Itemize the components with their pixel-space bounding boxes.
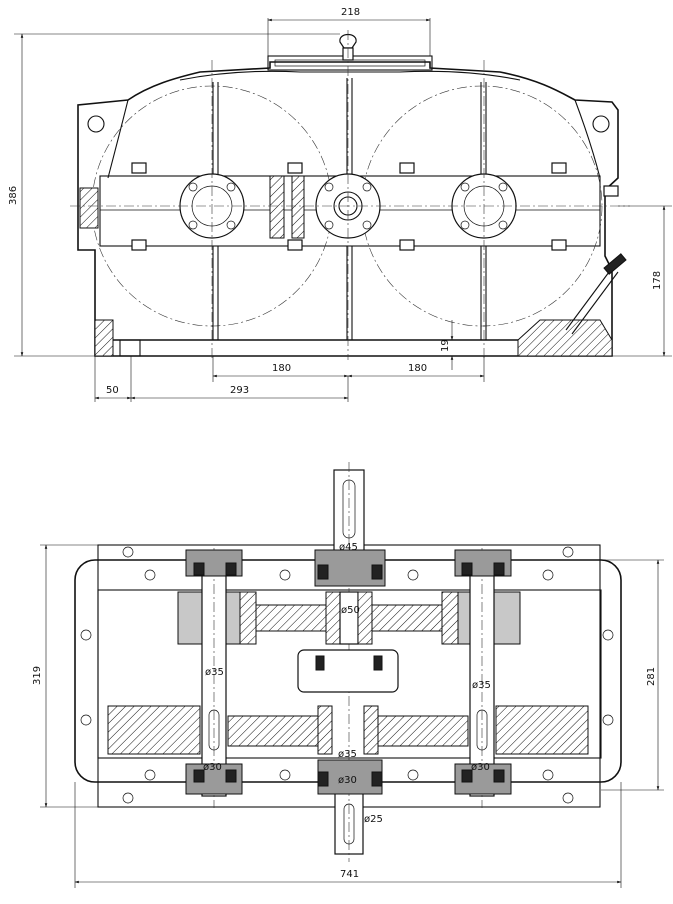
label-input-shaft-dia: ø45 [339, 542, 358, 553]
dim-base-height: 19 [440, 339, 451, 352]
dim-inner-depth: 281 [646, 667, 657, 686]
label-mid-gear-dia: ø50 [341, 605, 360, 616]
dim-shaft-offset: 293 [230, 385, 249, 396]
label-center-bearing-dia: ø35 [338, 749, 357, 760]
dim-foot-offset: 50 [106, 385, 119, 396]
plan-section-view: 741 319 281 ø45 ø50 ø35 ø35 ø35 ø30 ø30 … [32, 462, 664, 888]
dim-right-height: 178 [652, 271, 663, 290]
dim-spacing-left: 180 [272, 363, 291, 374]
label-left-bearing-dia: ø30 [203, 762, 222, 773]
dim-overall-depth: 319 [32, 666, 43, 685]
label-right-shaft-dia: ø35 [472, 680, 491, 691]
dim-top-width: 218 [341, 7, 360, 18]
label-center-lower-dia: ø30 [338, 775, 357, 786]
dim-overall-width: 741 [340, 869, 359, 880]
label-output-shaft-dia: ø25 [364, 814, 383, 825]
front-elevation-view: 218 386 178 19 180 180 50 293 [8, 7, 672, 402]
label-right-bearing-dia: ø30 [471, 762, 490, 773]
dim-spacing-right: 180 [408, 363, 427, 374]
dim-overall-height: 386 [8, 186, 19, 205]
label-left-shaft-dia: ø35 [205, 667, 224, 678]
